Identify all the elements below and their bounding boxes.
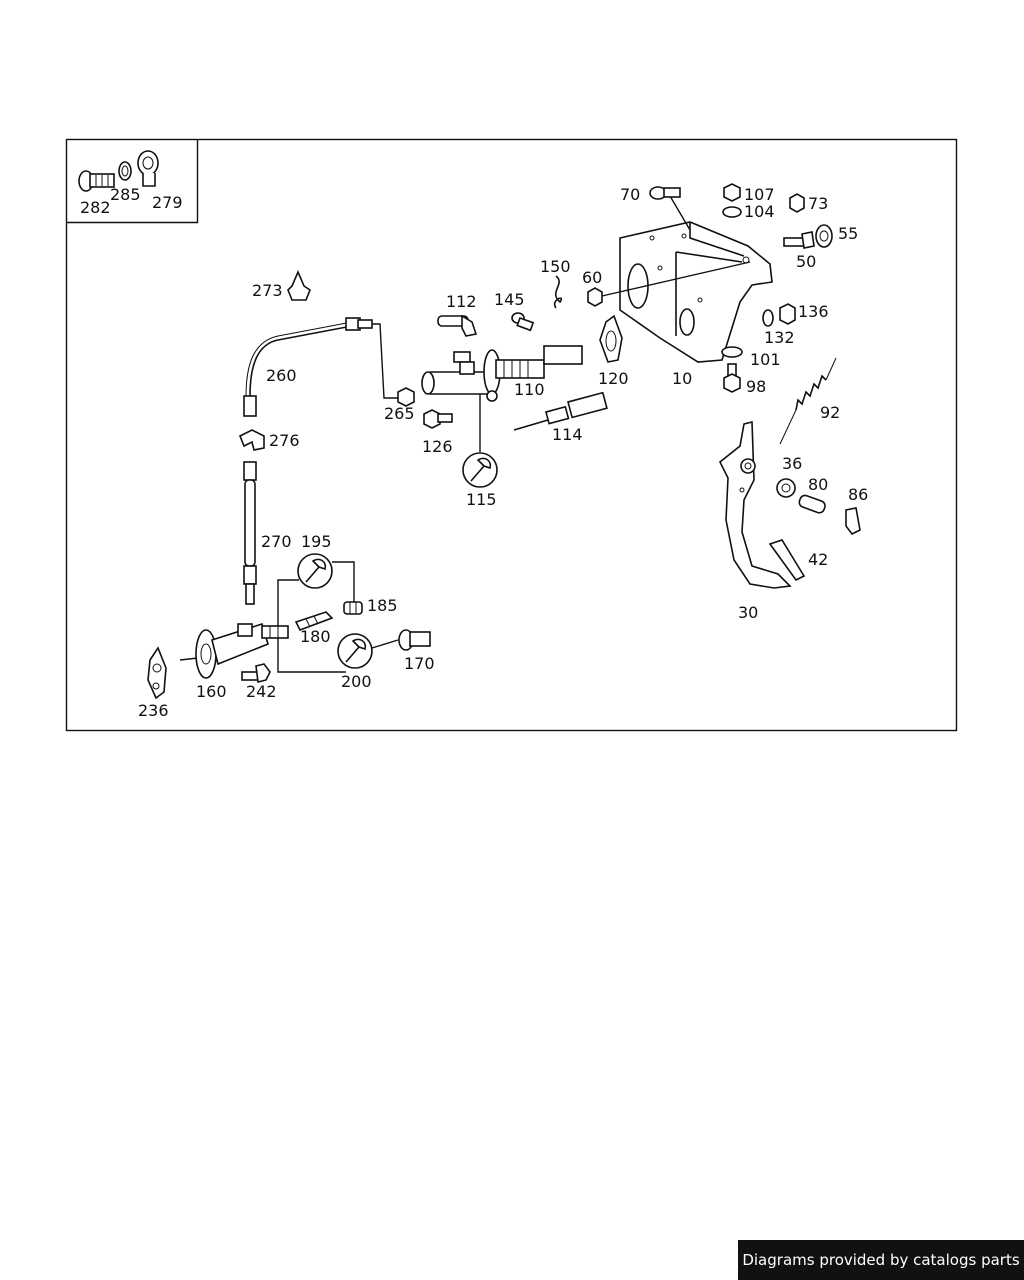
- master-cylinder-drawing: [421, 345, 583, 402]
- bushing-55-drawing: [815, 224, 833, 248]
- part-label-185: 185: [367, 596, 398, 615]
- leader-185: [332, 561, 355, 608]
- part-label-170: 170: [404, 654, 435, 673]
- part-label-50: 50: [796, 252, 816, 271]
- clip-86-drawing: [845, 507, 861, 536]
- part-label-265: 265: [384, 404, 415, 423]
- slave-cylinder-drawing: [179, 622, 289, 679]
- bolt-126-drawing: [423, 409, 453, 429]
- line-260-drawing: [243, 317, 373, 417]
- part-label-180: 180: [300, 627, 331, 646]
- part-label-10: 10: [672, 369, 692, 388]
- part-label-36: 36: [782, 454, 802, 473]
- pedal-30-drawing: [718, 420, 792, 589]
- wrench-icon: [462, 452, 498, 488]
- part-label-242: 242: [246, 682, 277, 701]
- valve-180-drawing: [294, 611, 334, 632]
- hose-270-drawing: [243, 461, 257, 605]
- part-label-55: 55: [838, 224, 858, 243]
- leader-70: [669, 195, 691, 231]
- nut-73-drawing: [789, 193, 805, 213]
- part-label-150: 150: [540, 257, 571, 276]
- bolt-242-drawing: [241, 663, 271, 683]
- part-label-195: 195: [301, 532, 332, 551]
- part-label-70: 70: [620, 185, 640, 204]
- part-label-136: 136: [798, 302, 829, 321]
- part-label-104: 104: [744, 202, 775, 221]
- leader-170: [371, 639, 399, 649]
- part-label-60: 60: [582, 268, 602, 287]
- leader-265: [372, 323, 400, 399]
- gasket-120-drawing: [599, 314, 623, 363]
- part-label-145: 145: [494, 290, 525, 309]
- pedal-bracket-drawing: [619, 221, 773, 363]
- inset-frame: [66, 139, 199, 224]
- nut-136-drawing: [779, 303, 796, 325]
- inset-bolt-drawing: [78, 170, 115, 192]
- credit-banner: Diagrams provided by catalogs parts: [738, 1240, 1024, 1280]
- elbow-112-drawing: [437, 314, 478, 337]
- inset-washer-drawing: [118, 161, 132, 181]
- leader-60: [601, 261, 751, 297]
- part-label-285: 285: [110, 185, 141, 204]
- washer-104-drawing: [722, 206, 742, 218]
- part-label-282: 282: [80, 198, 111, 217]
- screw-70-drawing: [649, 186, 681, 200]
- part-label-92: 92: [820, 403, 840, 422]
- diagram-frame: [65, 138, 958, 732]
- part-label-107: 107: [744, 185, 775, 204]
- part-label-86: 86: [848, 485, 868, 504]
- bolt-98-drawing: [723, 363, 741, 393]
- part-label-132: 132: [764, 328, 795, 347]
- union-265-drawing: [397, 387, 415, 407]
- part-label-98: 98: [746, 377, 766, 396]
- part-label-120: 120: [598, 369, 629, 388]
- nut-60-drawing: [587, 287, 603, 307]
- part-label-260: 260: [266, 366, 297, 385]
- part-label-276: 276: [269, 431, 300, 450]
- part-label-73: 73: [808, 194, 828, 213]
- part-label-236: 236: [138, 701, 169, 720]
- part-label-112: 112: [446, 292, 477, 311]
- inset-banjo-drawing: [137, 150, 159, 187]
- nut-107-drawing: [723, 183, 741, 202]
- clip-273-drawing: [287, 269, 311, 301]
- screw-145-drawing: [511, 312, 535, 332]
- bleeder-185-drawing: [343, 601, 363, 615]
- part-label-42: 42: [808, 550, 828, 569]
- clamp-276-drawing: [238, 429, 265, 451]
- washer-132-drawing: [762, 309, 774, 327]
- part-label-200: 200: [341, 672, 372, 691]
- part-label-101: 101: [750, 350, 781, 369]
- bolt-50-drawing: [783, 231, 815, 249]
- part-label-30: 30: [738, 603, 758, 622]
- part-label-110: 110: [514, 380, 545, 399]
- plate-236-drawing: [147, 646, 167, 700]
- part-label-273: 273: [252, 281, 283, 300]
- spring-92-drawing: [779, 357, 837, 445]
- pad-42-drawing: [768, 539, 806, 582]
- part-label-160: 160: [196, 682, 227, 701]
- pin-80-drawing: [798, 494, 826, 514]
- wrench-icon: [297, 553, 333, 589]
- part-label-279: 279: [152, 193, 183, 212]
- screw-170-drawing: [398, 629, 431, 651]
- clip-150-drawing: [553, 275, 563, 309]
- part-label-80: 80: [808, 475, 828, 494]
- part-label-126: 126: [422, 437, 453, 456]
- wrench-icon: [337, 633, 373, 669]
- pushrod-114-drawing: [513, 391, 608, 431]
- part-label-114: 114: [552, 425, 583, 444]
- washer-101-drawing: [721, 346, 743, 358]
- bushing-36-drawing: [776, 478, 796, 498]
- part-label-270: 270: [261, 532, 292, 551]
- part-label-115: 115: [466, 490, 497, 509]
